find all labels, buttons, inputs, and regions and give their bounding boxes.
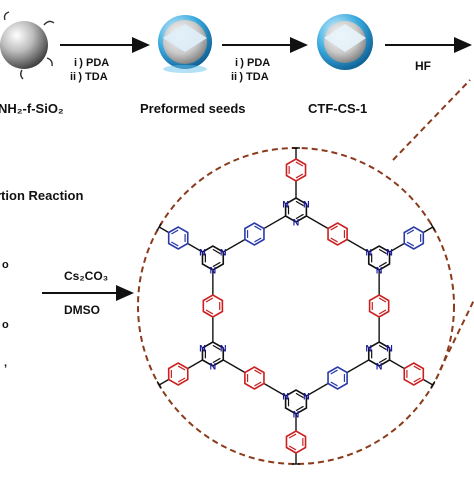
nitrogen-atom: N xyxy=(303,392,310,402)
ring-double-bond xyxy=(413,377,421,383)
callout-line-bottom xyxy=(439,299,474,371)
chain-end-mark xyxy=(156,223,162,231)
nitrogen-atom: N xyxy=(199,248,206,258)
ring-double-bond xyxy=(378,248,387,255)
ring-double-bond xyxy=(413,365,421,371)
ring-double-bond xyxy=(295,392,304,399)
ring-double-bond xyxy=(254,369,262,375)
callout-line-top xyxy=(392,79,471,161)
ring-double-bond xyxy=(288,445,297,451)
nitrogen-atom: N xyxy=(376,362,383,372)
nitrogen-atom: N xyxy=(210,362,217,372)
ring-double-bond xyxy=(378,297,387,303)
nitrogen-atom: N xyxy=(386,248,393,258)
ring-double-bond xyxy=(254,381,262,387)
nitrogen-atom: N xyxy=(386,344,393,354)
nitrogen-atom: N xyxy=(282,392,289,402)
ring-double-bond xyxy=(295,173,304,179)
step3-reagent: HF xyxy=(415,59,431,73)
ring-double-bond xyxy=(378,357,387,364)
ring-double-bond xyxy=(212,344,221,351)
ring-double-bond xyxy=(330,237,338,243)
reagent-base: Cs₂CO₃ xyxy=(64,269,108,283)
nitrogen-atom: N xyxy=(365,344,372,354)
start-material-label: NH₂-f-SiO₂ xyxy=(0,101,64,116)
ring-double-bond xyxy=(406,229,415,235)
product-label: CTF-CS-1 xyxy=(308,101,367,116)
ring-double-bond xyxy=(177,365,186,371)
step1-reagent-ii: ii ) TDA xyxy=(70,71,108,83)
nitrogen-atom: N xyxy=(220,344,227,354)
ring-double-bond xyxy=(205,309,214,315)
ctf-cs-particle xyxy=(317,14,373,70)
silica-sphere xyxy=(0,11,55,80)
ring-double-bond xyxy=(205,297,214,303)
ring-double-bond xyxy=(330,381,338,387)
step1-reagent-i: i ) PDA xyxy=(74,57,109,69)
step2-reagent-ii: ii ) TDA xyxy=(231,71,269,83)
ring-double-bond xyxy=(171,241,179,247)
reaction-heading: rtion Reaction xyxy=(0,188,83,203)
nitrogen-atom: N xyxy=(210,266,217,276)
nitrogen-atom: N xyxy=(220,248,227,258)
svg-text:,: , xyxy=(4,357,7,369)
nitrogen-atom: N xyxy=(282,200,289,210)
step2-reagent-i: i ) PDA xyxy=(235,57,270,69)
ring-double-bond xyxy=(378,261,387,268)
reagent-solvent: DMSO xyxy=(64,303,100,317)
chain-end-mark xyxy=(156,381,162,389)
chain-end-mark xyxy=(430,381,436,389)
chain-end-mark xyxy=(430,223,436,231)
ring-double-bond xyxy=(212,261,221,268)
svg-text:o: o xyxy=(2,319,9,331)
ring-double-bond xyxy=(295,161,304,167)
ring-double-bond xyxy=(212,248,221,255)
nitrogen-atom: N xyxy=(293,218,300,228)
ring-double-bond xyxy=(295,200,304,207)
ring-double-bond xyxy=(254,237,262,243)
nitrogen-atom: N xyxy=(303,200,310,210)
ring-double-bond xyxy=(212,357,221,364)
ring-double-bond xyxy=(378,344,387,351)
left-molecule-fragment: o o , xyxy=(2,259,9,369)
preformed-seed-particle xyxy=(158,15,212,73)
svg-text:o: o xyxy=(2,259,9,271)
nitrogen-atom: N xyxy=(365,248,372,258)
ring-double-bond xyxy=(295,213,304,220)
ring-double-bond xyxy=(330,369,338,375)
seeds-label: Preformed seeds xyxy=(140,101,246,116)
ring-double-bond xyxy=(406,241,415,247)
ring-double-bond xyxy=(254,225,262,231)
nitrogen-atom: N xyxy=(376,266,383,276)
ring-double-bond xyxy=(330,225,338,231)
ring-double-bond xyxy=(288,433,297,439)
top-scheme-row: NH₂-f-SiO₂ i ) PDA ii ) TDA Preformed se… xyxy=(0,11,472,116)
ring-double-bond xyxy=(177,377,186,383)
nitrogen-atom: N xyxy=(199,344,206,354)
ring-double-bond xyxy=(378,309,387,315)
ring-double-bond xyxy=(295,405,304,412)
ring-double-bond xyxy=(171,229,179,235)
nitrogen-atom: N xyxy=(293,410,300,420)
